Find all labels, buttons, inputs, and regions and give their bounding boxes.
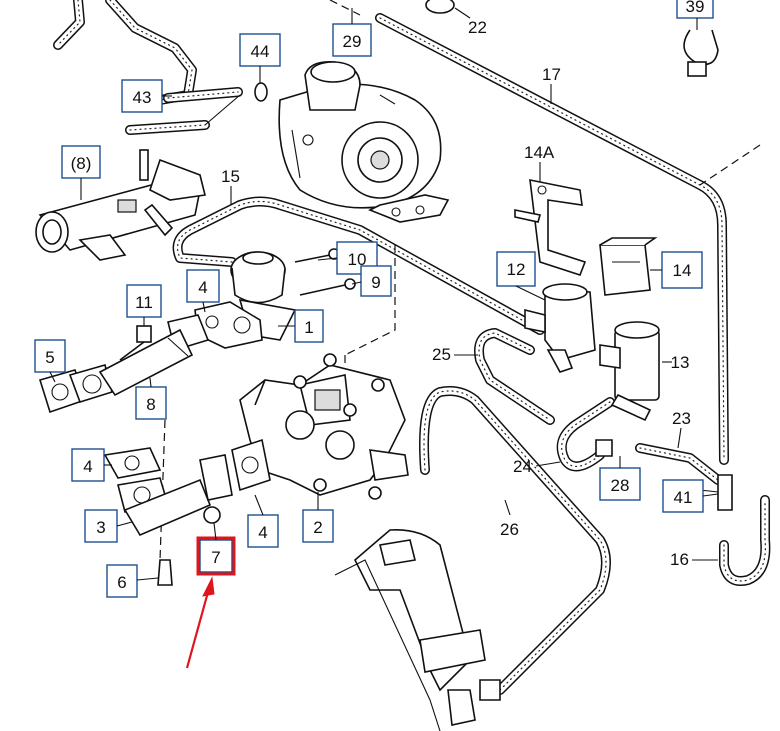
label-24: 24: [513, 457, 532, 476]
label-8: 8: [135, 377, 167, 420]
svg-text:44: 44: [251, 42, 270, 61]
label-13: 13: [662, 353, 689, 372]
svg-text:6: 6: [117, 573, 126, 592]
svg-text:13: 13: [671, 353, 690, 372]
svg-text:41: 41: [674, 488, 693, 507]
clip-44: [204, 82, 268, 126]
svg-text:2: 2: [313, 518, 322, 537]
highlight-arrow: [185, 576, 215, 669]
svg-text:11: 11: [135, 293, 153, 312]
plain-labels: 22 17 14A 15 25 23 24 26 16: [221, 18, 718, 569]
svg-text:9: 9: [371, 273, 380, 292]
label-25: 25: [432, 345, 451, 364]
label-28: 28: [599, 456, 641, 501]
boxed-labels: 39 29 44 43 (8) 10: [34, 0, 719, 598]
label-6: 6: [106, 564, 159, 598]
svg-text:7: 7: [211, 548, 220, 567]
flange-pipe-5: [38, 328, 194, 414]
svg-text:28: 28: [611, 476, 630, 495]
converter-13: [599, 321, 660, 422]
label-4-left: 4: [71, 448, 112, 482]
label-7-highlighted: 7: [196, 522, 236, 576]
label-14: 14: [650, 251, 703, 289]
bracket-14a: [514, 178, 587, 276]
turbocharger: [278, 60, 450, 223]
label-15: 15: [221, 167, 240, 186]
label-2: 2: [302, 492, 334, 543]
svg-text:(8): (8): [71, 154, 92, 173]
svg-text:5: 5: [45, 348, 54, 367]
part-14: [599, 237, 658, 296]
label-41: 41: [662, 479, 719, 513]
svg-text:4: 4: [258, 523, 267, 542]
label-12: 12: [496, 251, 546, 301]
part-22: [425, 0, 471, 19]
svg-text:8: 8: [146, 395, 155, 414]
svg-text:12: 12: [507, 260, 526, 279]
label-39: 39: [676, 0, 714, 30]
label-8-parenthesized: (8): [61, 145, 101, 200]
label-29: 29: [332, 8, 372, 57]
label-44: 44: [239, 33, 281, 84]
svg-text:39: 39: [686, 0, 705, 16]
hoses: [53, 0, 771, 695]
svg-text:14: 14: [673, 261, 692, 280]
label-26: 26: [500, 520, 519, 539]
exhaust-manifold: [231, 353, 409, 500]
label-3: 3: [84, 509, 133, 543]
label-17: 17: [542, 65, 561, 84]
label-43: 43: [121, 79, 172, 113]
svg-text:1: 1: [304, 318, 313, 337]
label-16: 16: [670, 550, 689, 569]
label-1: 1: [278, 309, 324, 343]
egr-valve: [230, 248, 356, 341]
svg-text:10: 10: [348, 250, 367, 269]
egr-cooler: [35, 149, 206, 261]
svg-text:43: 43: [133, 88, 152, 107]
label-23: 23: [672, 409, 691, 428]
label-14a: 14A: [524, 143, 555, 162]
label-9: 9: [351, 265, 392, 297]
front-pipe: [334, 528, 501, 731]
solenoid-12: [524, 283, 596, 373]
svg-text:29: 29: [343, 32, 362, 51]
svg-text:4: 4: [198, 278, 207, 297]
label-5: 5: [34, 339, 66, 383]
label-11: 11: [126, 284, 162, 326]
svg-text:4: 4: [83, 457, 92, 476]
label-4-top: 4: [186, 269, 220, 313]
connector-28: [595, 439, 613, 457]
label-22: 22: [468, 18, 487, 37]
label-4-middle: 4: [247, 494, 279, 548]
pipe-3: [103, 447, 233, 586]
clamp-39: [683, 29, 719, 77]
svg-text:3: 3: [96, 518, 105, 537]
